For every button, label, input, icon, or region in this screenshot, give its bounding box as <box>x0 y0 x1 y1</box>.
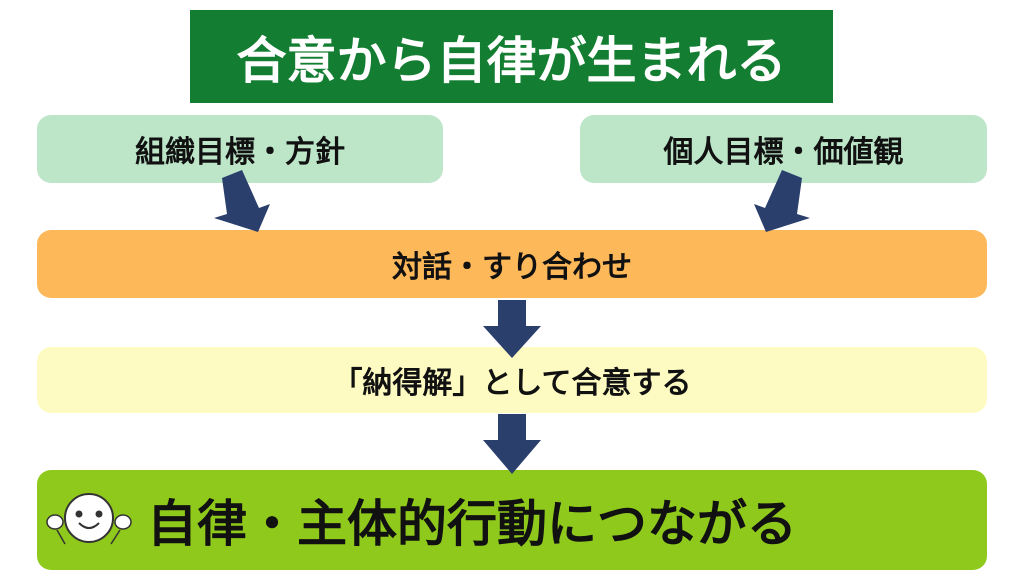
smiley-face-icon <box>46 493 132 545</box>
page-title: 合意から自律が生まれる <box>190 10 833 103</box>
arrow-down-right-icon <box>214 170 270 232</box>
dialogue-box: 対話・すり合わせ <box>37 230 987 298</box>
arrow-down-icon <box>483 414 541 474</box>
outcome-text: 自律・主体的行動につながる <box>147 495 797 553</box>
arrow-down-icon <box>483 300 541 358</box>
arrow-down-left-icon <box>754 170 810 232</box>
outcome-box: 自律・主体的行動につながる <box>37 470 987 570</box>
